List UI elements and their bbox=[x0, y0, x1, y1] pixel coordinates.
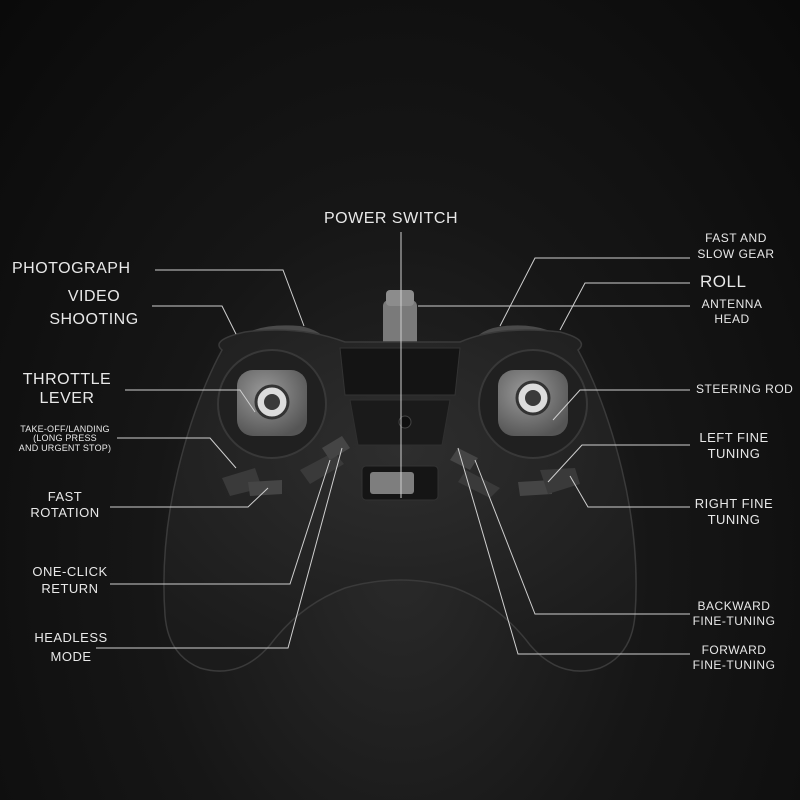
right-trim-buttons[interactable] bbox=[450, 448, 580, 498]
label-takeoff-line1: TAKE-OFF/LANDING bbox=[20, 424, 110, 434]
label-fast-slow-gear: FAST AND SLOW GEAR bbox=[690, 231, 782, 262]
left-trim-buttons[interactable] bbox=[222, 436, 350, 496]
label-backward-fine-tuning: BACKWARD FINE-TUNING bbox=[684, 599, 784, 629]
label-right-fine-tuning: RIGHT FINE TUNING bbox=[688, 496, 780, 528]
label-throttle-line1: THROTTLE bbox=[22, 371, 112, 388]
antenna bbox=[383, 290, 417, 350]
label-headless-line1: HEADLESS bbox=[34, 630, 108, 645]
label-forward-fine-tuning: FORWARD FINE-TUNING bbox=[684, 643, 784, 673]
label-one-click-line1: ONE-CLICK bbox=[32, 564, 108, 579]
label-left-fine-tuning: LEFT FINE TUNING bbox=[688, 430, 780, 462]
label-fast-rotation-line2: ROTATION bbox=[30, 504, 100, 520]
label-one-click-line2: RETURN bbox=[41, 580, 99, 596]
label-roll: ROLL bbox=[700, 272, 747, 291]
label-antenna-line2: HEAD bbox=[714, 311, 750, 326]
label-fast-slow-line2: SLOW GEAR bbox=[697, 246, 775, 261]
label-power-switch: POWER SWITCH bbox=[324, 210, 458, 227]
label-takeoff-line3: AND URGENT STOP) bbox=[18, 442, 112, 453]
label-left-fine-line2: TUNING bbox=[707, 445, 761, 461]
label-left-fine-line1: LEFT FINE bbox=[699, 430, 769, 445]
center-panel bbox=[339, 347, 461, 396]
label-antenna-line1: ANTENNA bbox=[701, 297, 763, 311]
label-forward-line2: FINE-TUNING bbox=[692, 657, 776, 672]
right-gimbal[interactable] bbox=[478, 349, 588, 459]
label-takeoff-line2: (LONG PRESS bbox=[33, 433, 97, 444]
label-fast-rotation: FAST ROTATION bbox=[20, 489, 110, 521]
label-one-click-return: ONE-CLICK RETURN bbox=[22, 564, 118, 597]
label-throttle-lever: THROTTLE LEVER bbox=[12, 371, 122, 409]
label-throttle-line2: LEVER bbox=[39, 390, 95, 408]
label-antenna-head: ANTENNA HEAD bbox=[692, 297, 772, 327]
label-takeoff-landing: TAKE-OFF/LANDING (LONG PRESS AND URGENT … bbox=[12, 424, 118, 453]
label-right-fine-line1: RIGHT FINE bbox=[694, 496, 774, 511]
label-headless-mode: HEADLESS MODE bbox=[24, 630, 118, 665]
label-backward-line1: BACKWARD bbox=[697, 599, 771, 613]
label-fast-slow-line1: FAST AND bbox=[705, 231, 767, 245]
label-video-shooting: VIDEO SHOOTING bbox=[40, 288, 148, 330]
label-fast-rotation-line1: FAST bbox=[47, 489, 83, 504]
label-right-fine-line2: TUNING bbox=[707, 511, 761, 527]
label-photograph: PHOTOGRAPH bbox=[12, 260, 131, 277]
label-headless-line2: MODE bbox=[50, 648, 92, 664]
leader-lines bbox=[96, 232, 690, 655]
label-video-shooting-line2: SHOOTING bbox=[49, 311, 139, 329]
label-video-shooting-line1: VIDEO bbox=[67, 288, 121, 305]
label-backward-line2: FINE-TUNING bbox=[692, 613, 776, 628]
left-gimbal[interactable] bbox=[217, 349, 327, 459]
label-steering-rod: STEERING ROD bbox=[696, 382, 794, 396]
label-forward-line1: FORWARD bbox=[701, 643, 767, 657]
power-led bbox=[398, 415, 412, 429]
power-switch[interactable] bbox=[361, 465, 439, 501]
